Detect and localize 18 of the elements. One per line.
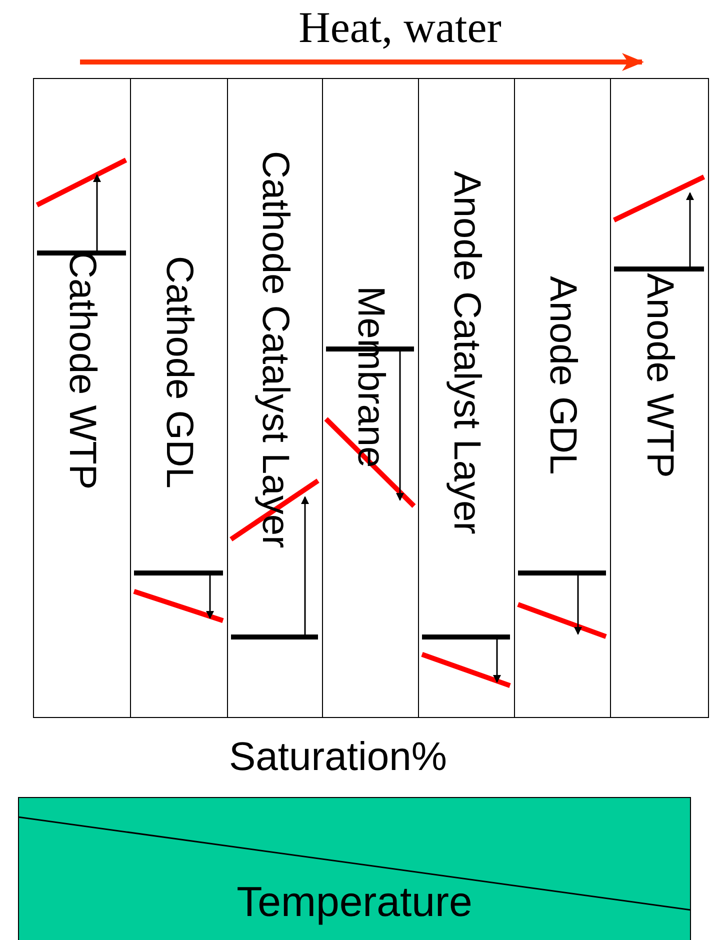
layer-column xyxy=(418,78,515,718)
layer-label: Cathode WTP xyxy=(63,251,101,490)
arrow-label: Heat, water xyxy=(298,3,502,52)
layer-column xyxy=(130,78,228,718)
layer-label: Cathode GDL xyxy=(160,256,198,488)
layer-column xyxy=(227,78,323,718)
temperature-bar xyxy=(18,797,691,940)
layer-label: Cathode Catalyst Layer xyxy=(256,151,294,548)
layer-label: Anode WTP xyxy=(640,273,678,478)
layer-label: Anode Catalyst Layer xyxy=(448,171,486,534)
bar-label: Temperature xyxy=(236,878,472,926)
layer-column xyxy=(514,78,611,718)
layer-column xyxy=(322,78,419,718)
layer-label: Membrane xyxy=(352,286,390,468)
layer-column xyxy=(610,78,709,718)
layer-label: Anode GDL xyxy=(544,276,582,475)
axis-label: Saturation% xyxy=(229,735,447,780)
layer-column xyxy=(33,78,131,718)
